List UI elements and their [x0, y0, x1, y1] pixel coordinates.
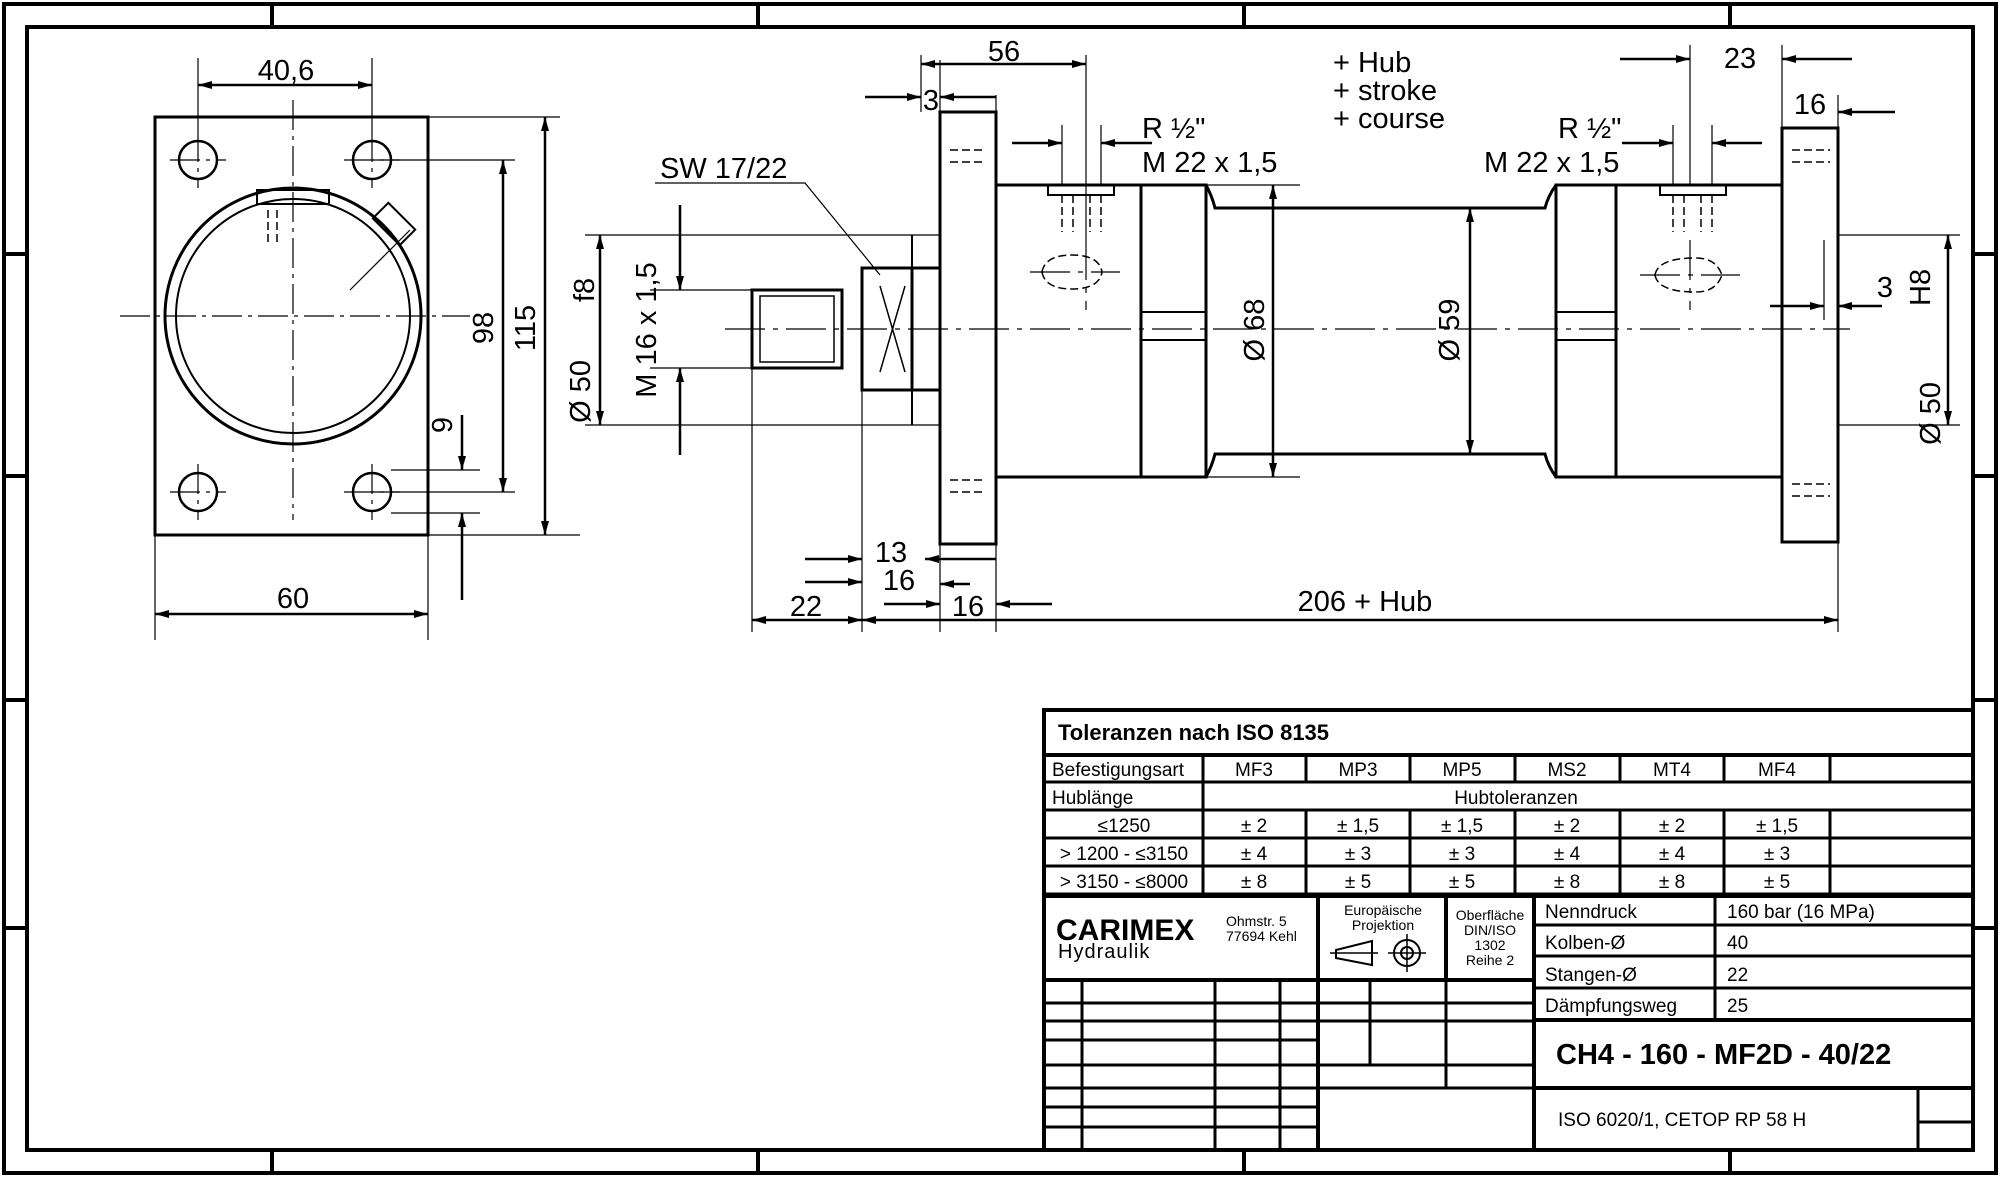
dim-115: 115 — [510, 305, 542, 351]
spec-value: 160 bar (16 MPa) — [1727, 902, 1875, 923]
spec-value: 22 — [1727, 965, 1748, 986]
row-0-val: ± 2 — [1241, 816, 1267, 837]
company-subtitle: Hydraulik — [1058, 941, 1150, 963]
row-2-range: > 3150 - ≤8000 — [1060, 872, 1188, 893]
dim-dia-50-h8: Ø 50 — [1915, 382, 1947, 445]
surface-label-1: Oberfläche — [1456, 907, 1525, 923]
row-1-range: > 1200 - ≤3150 — [1060, 844, 1188, 865]
projection-label-1: Europäische — [1344, 902, 1422, 918]
mount-0: MF3 — [1235, 760, 1273, 781]
spec-label: Dämpfungsweg — [1545, 996, 1677, 1017]
row-1-val: ± 4 — [1241, 844, 1268, 865]
dim-r-right: R ½" — [1558, 113, 1621, 145]
row-2-val: ± 5 — [1345, 872, 1371, 893]
standard-reference: ISO 6020/1, CETOP RP 58 H — [1558, 1110, 1806, 1131]
dim-98: 98 — [468, 312, 500, 344]
mount-label: Befestigungsart — [1052, 760, 1185, 781]
address-street: Ohmstr. 5 — [1226, 913, 1287, 929]
spec-value: 25 — [1727, 996, 1748, 1017]
row-0-val: ± 2 — [1659, 816, 1685, 837]
spec-value: 40 — [1727, 933, 1748, 954]
row-1-val: ± 3 — [1345, 844, 1371, 865]
row-0-val: ± 1,5 — [1337, 816, 1379, 837]
row-1-val: ± 3 — [1764, 844, 1790, 865]
surface-label-3: 1302 — [1474, 937, 1505, 953]
title-block — [1042, 708, 1975, 1152]
row-2-val: ± 8 — [1659, 872, 1685, 893]
dim-40-6: 40,6 — [258, 55, 314, 87]
part-number: CH4 - 160 - MF2D - 40/22 — [1556, 1039, 1891, 1071]
row-1-val: ± 4 — [1659, 844, 1686, 865]
mount-1: MP3 — [1338, 760, 1377, 781]
mount-5: MF4 — [1758, 760, 1796, 781]
dim-3-front: 3 — [923, 85, 939, 117]
row-2-val: ± 8 — [1554, 872, 1580, 893]
dim-dia-59: Ø 59 — [1434, 299, 1466, 362]
note-course: + course — [1333, 103, 1445, 135]
tolerance-title: Toleranzen nach ISO 8135 — [1058, 720, 1329, 745]
row-1-val: ± 3 — [1449, 844, 1475, 865]
row-0-range: ≤1250 — [1098, 816, 1151, 837]
note-hub: + Hub — [1333, 47, 1411, 79]
stroke-tolerances: Hubtoleranzen — [1454, 788, 1578, 809]
dim-m-right: M 22 x 1,5 — [1484, 147, 1619, 179]
dim-16-a: 16 — [883, 565, 915, 597]
dim-sw: SW 17/22 — [660, 153, 787, 185]
spec-label: Nenndruck — [1545, 902, 1637, 923]
row-1-val: ± 4 — [1554, 844, 1581, 865]
dim-206-hub: 206 + Hub — [1298, 586, 1433, 618]
dim-h8-tol: H8 — [1905, 269, 1937, 306]
projection-label-2: Projektion — [1352, 917, 1414, 933]
dim-m-left: M 22 x 1,5 — [1142, 147, 1277, 179]
dim-22: 22 — [790, 591, 822, 623]
dim-3-rear: 3 — [1877, 272, 1893, 304]
mount-4: MT4 — [1653, 760, 1691, 781]
dim-16-rear: 16 — [1794, 89, 1826, 121]
row-2-val: ± 5 — [1764, 872, 1790, 893]
row-0-val: ± 1,5 — [1441, 816, 1483, 837]
dim-dia-50-f8: Ø 50 — [565, 360, 597, 423]
address-city: 77694 Kehl — [1226, 928, 1297, 944]
row-2-val: ± 5 — [1449, 872, 1475, 893]
company-logo: CARIMEX — [1056, 914, 1194, 947]
stroke-label: Hublänge — [1052, 788, 1133, 809]
dim-f8-tol: f8 — [569, 278, 601, 302]
side-view — [585, 45, 1960, 632]
surface-label-2: DIN/ISO — [1464, 922, 1516, 938]
row-0-val: ± 1,5 — [1756, 816, 1798, 837]
dim-16-b: 16 — [952, 591, 984, 623]
surface-label-4: Reihe 2 — [1466, 952, 1514, 968]
dim-r-left: R ½" — [1142, 113, 1205, 145]
row-2-val: ± 8 — [1241, 872, 1267, 893]
dim-13: 13 — [875, 537, 907, 569]
spec-label: Kolben-Ø — [1545, 933, 1625, 954]
dim-56: 56 — [988, 36, 1020, 68]
note-stroke: + stroke — [1333, 75, 1437, 107]
dim-60: 60 — [277, 583, 309, 615]
dim-m16: M 16 x 1,5 — [631, 262, 663, 397]
spec-label: Stangen-Ø — [1545, 965, 1637, 986]
mount-2: MP5 — [1442, 760, 1481, 781]
front-view — [120, 58, 580, 640]
row-0-val: ± 2 — [1554, 816, 1580, 837]
dim-9: 9 — [427, 417, 459, 433]
dim-dia-68: Ø 68 — [1239, 299, 1271, 362]
dim-23: 23 — [1724, 43, 1756, 75]
mount-3: MS2 — [1547, 760, 1586, 781]
